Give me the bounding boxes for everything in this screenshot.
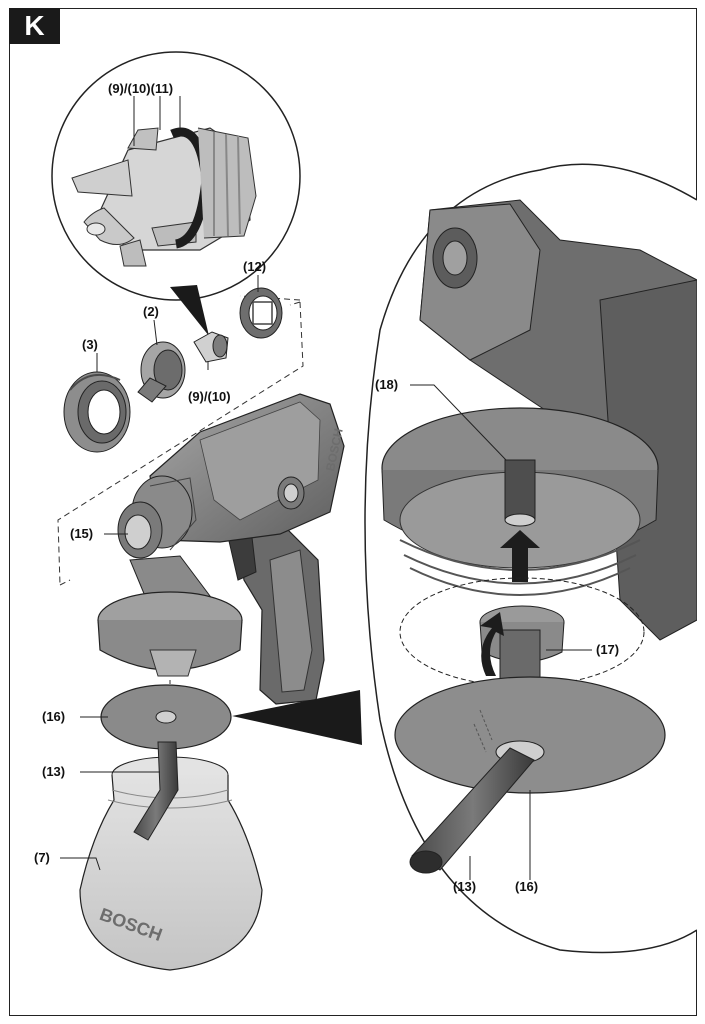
label-part-13-right: (13) — [453, 879, 477, 894]
label-part-16-left: (16) — [42, 709, 66, 724]
label-part-15: (15) — [70, 526, 94, 541]
label-part-12: (12) — [243, 259, 267, 274]
magnify-pointer — [170, 285, 209, 336]
panel-letter-badge: K — [9, 8, 60, 44]
air-cap-part-2 — [137, 341, 186, 403]
label-part-2: (2) — [143, 304, 159, 319]
assembly-bracket-dashed — [57, 301, 304, 586]
magnify-pointer-right — [232, 690, 362, 745]
union-nut-part-3 — [63, 371, 131, 453]
seal-ring-part-12 — [239, 287, 283, 339]
nozzle-part-9-10 — [193, 331, 229, 363]
label-part-18: (18) — [375, 377, 399, 392]
paint-container-part-7: BOSCH — [79, 741, 263, 971]
label-part-7: (7) — [34, 850, 50, 865]
label-part-17: (17) — [596, 642, 620, 657]
leader-lines — [60, 96, 592, 880]
nozzle-detail-circle — [51, 51, 301, 301]
label-part-9-10-11: (9)/(10)(11) — [108, 81, 174, 96]
label-part-3: (3) — [82, 337, 98, 352]
container-detail-circle — [364, 163, 697, 954]
label-part-16-right: (16) — [515, 879, 539, 894]
spray-gun-body: BOSCH — [97, 393, 346, 705]
label-part-9-10: (9)/(10) — [188, 389, 231, 404]
label-part-13-left: (13) — [42, 764, 66, 779]
filter-disk-part-16 — [100, 684, 232, 750]
